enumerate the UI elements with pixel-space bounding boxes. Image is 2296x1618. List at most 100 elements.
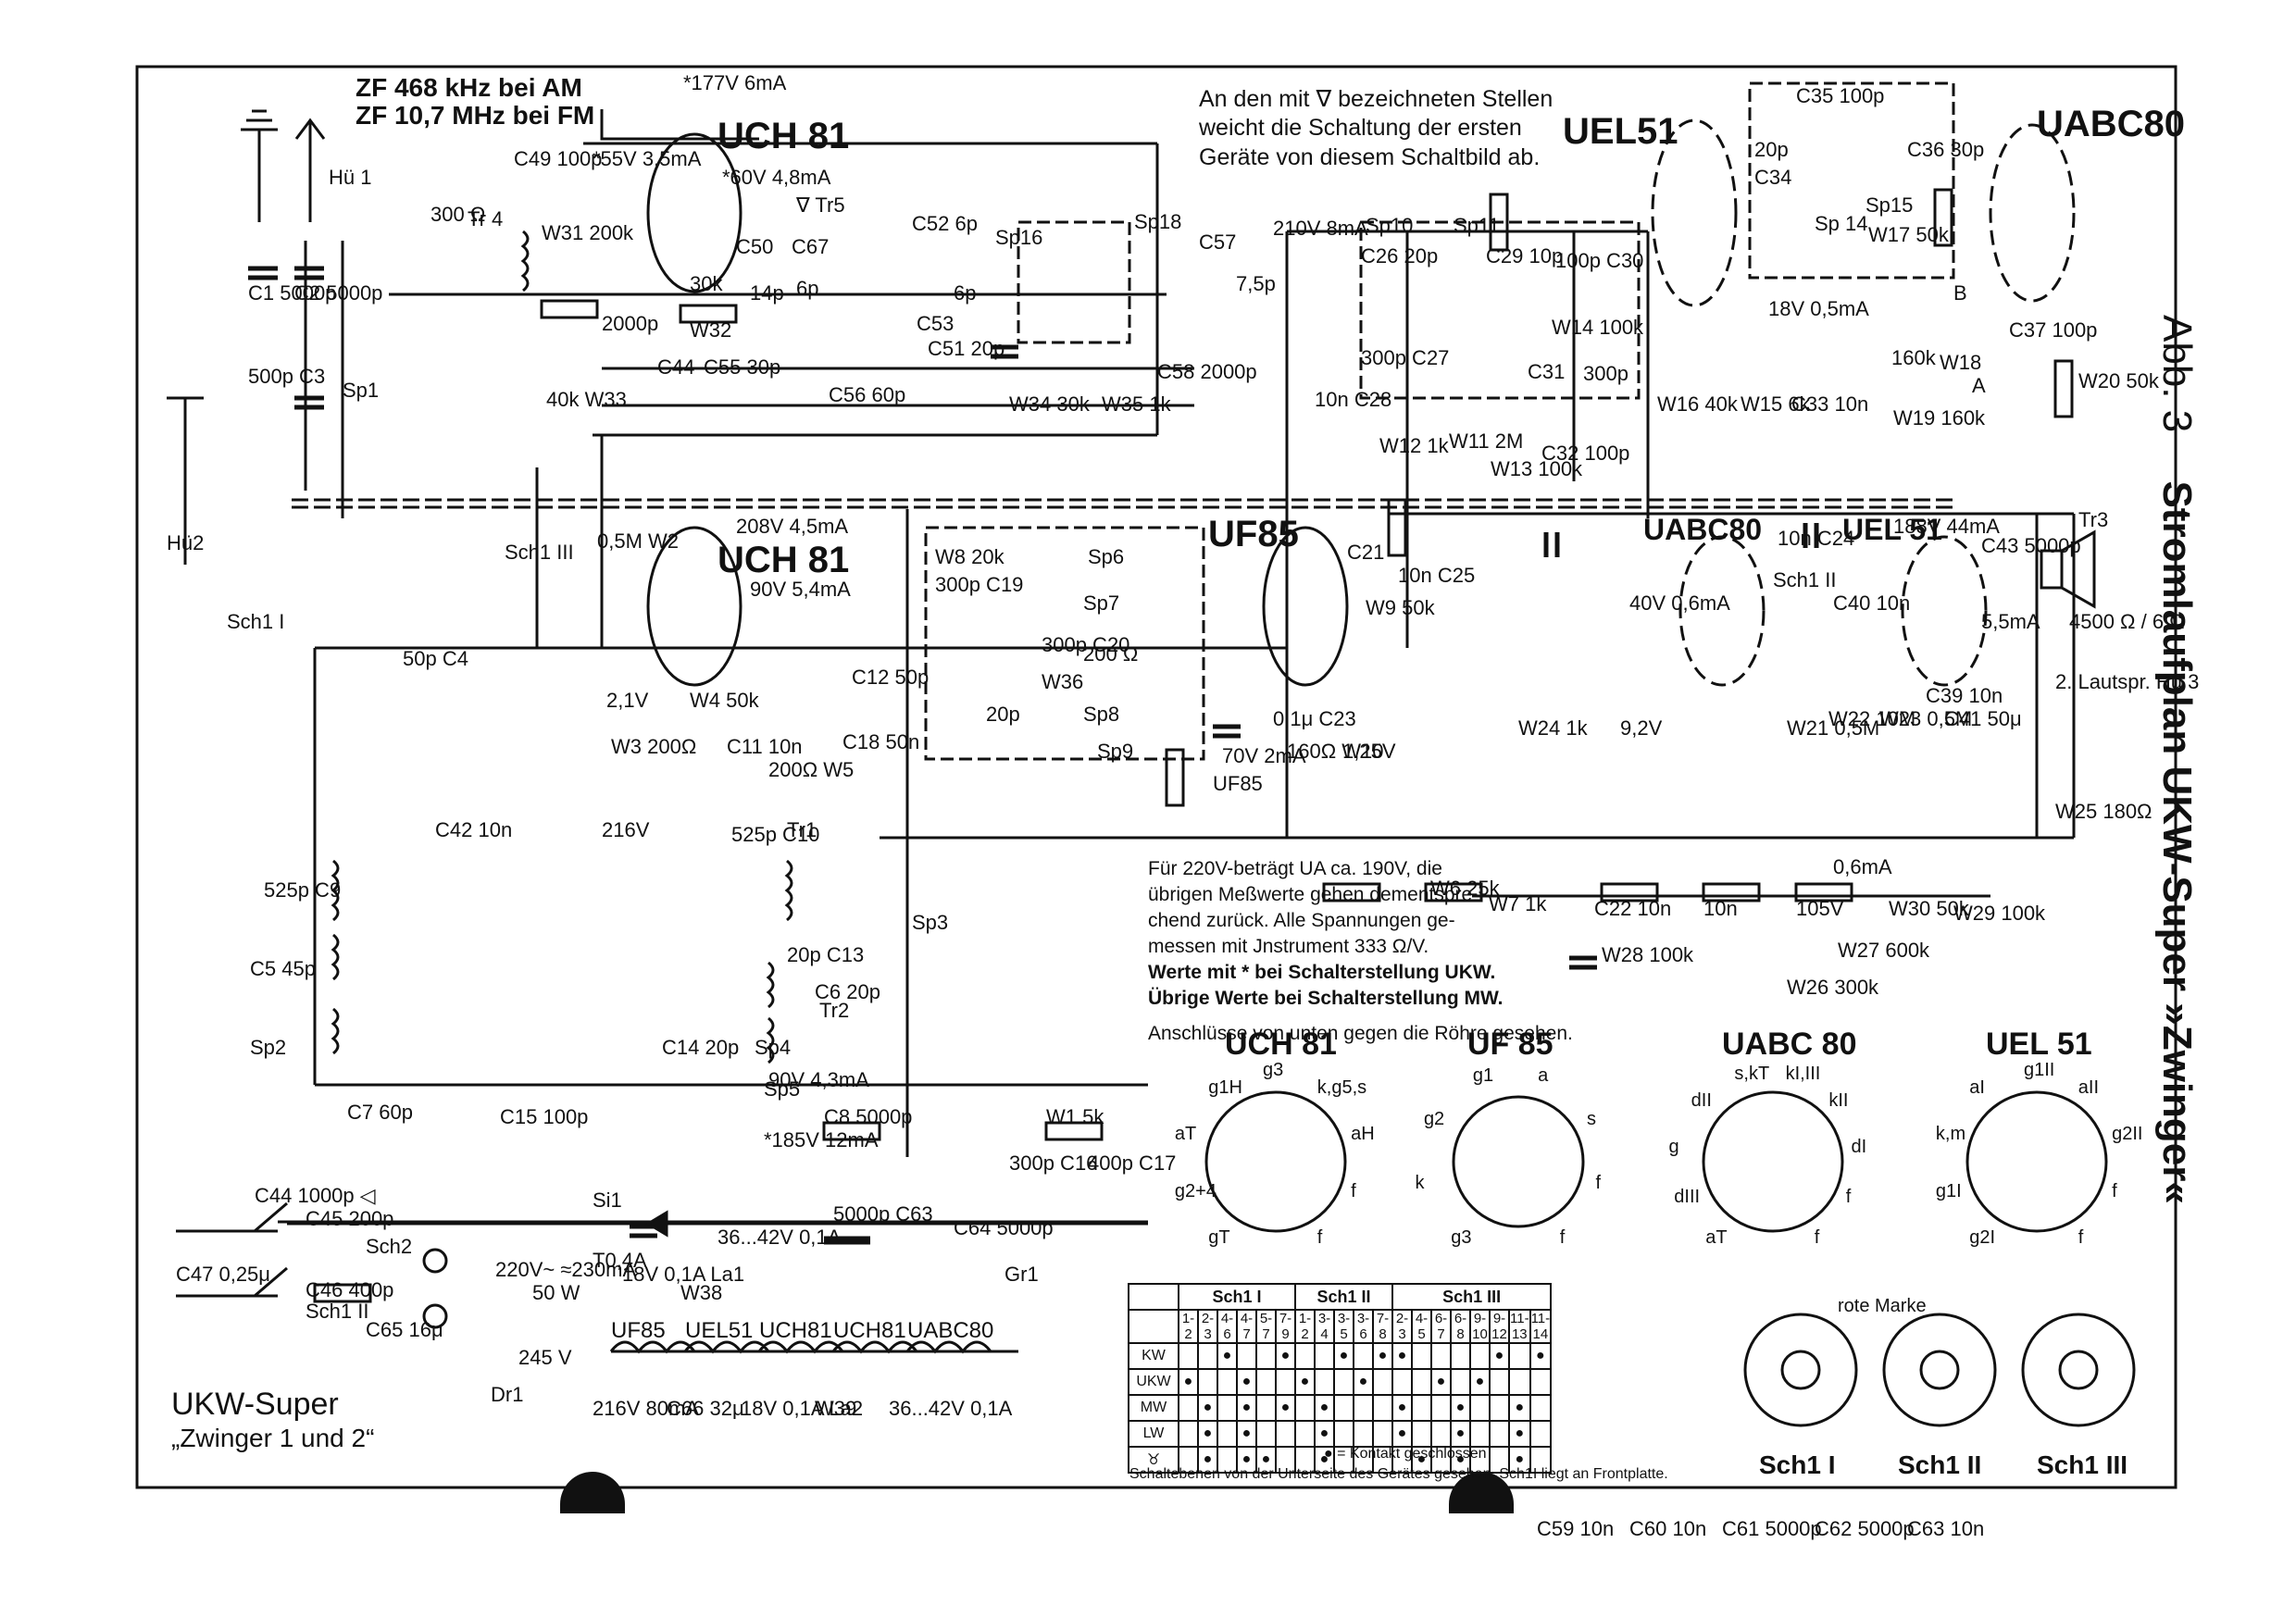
uabc80-top-envelope (1989, 123, 2076, 303)
component-label: W23 0,5M (1879, 707, 1973, 730)
component-label: C37 100p (2009, 318, 2098, 342)
switch-cell (1391, 1394, 1413, 1422)
switch-cell (1430, 1394, 1452, 1422)
pin-label: g2+4 (1174, 1180, 1217, 1201)
component-label: Gr1 (1004, 1263, 1039, 1286)
component-label: C67 (792, 235, 830, 258)
component-label: *60V 4,8mA (722, 166, 831, 189)
uel51-top-envelope (1651, 118, 1738, 307)
component-label: *177V 6mA (683, 71, 787, 94)
pin-label: gT (1208, 1226, 1230, 1248)
switch-cell (1529, 1368, 1553, 1396)
component-label: Hü 1 (329, 166, 372, 189)
bottom-title-line2: „Zwinger 1 und 2“ (171, 1424, 375, 1452)
component-label: C44 1000p ◁ (255, 1184, 376, 1207)
component-label: 0,5M W2 (597, 529, 680, 553)
switch-cell (1333, 1368, 1354, 1396)
switch-cell (1275, 1342, 1296, 1370)
pin-label: dII (1691, 1090, 1712, 1112)
switch-cell (1508, 1420, 1531, 1448)
switch-cell (1178, 1446, 1199, 1474)
component-label: C59 10n (1537, 1517, 1615, 1540)
component-label: 70V 2mA (1222, 744, 1306, 767)
switch-cell (1353, 1394, 1374, 1422)
component-label: W16 40k (1657, 392, 1738, 416)
component-label: W4 50k (690, 689, 759, 712)
heater-tube-label: UCH81 (833, 1318, 906, 1343)
component-label: 500p C3 (248, 365, 326, 388)
switch-cell (1236, 1394, 1257, 1422)
component-label: 18V 0,5mA (1768, 297, 1869, 320)
switch-cell (1469, 1342, 1491, 1370)
component-label: C32 100p (1541, 442, 1630, 465)
switch-table-legend: ● = Kontakt geschlossen (1324, 1446, 1487, 1462)
component-label: C21 (1347, 541, 1385, 564)
component-label: 20p C13 (787, 943, 865, 966)
component-label: W15 6k (1741, 392, 1810, 416)
pin-label: f (1316, 1226, 1323, 1248)
pin-label: s,kT (1734, 1063, 1770, 1084)
component-label: C42 10n (435, 818, 513, 841)
switch-cell (1217, 1446, 1238, 1474)
switch-cell (1529, 1394, 1553, 1422)
pin-label: aH (1351, 1124, 1375, 1145)
component-label: 300p (1583, 362, 1628, 385)
measure-line-1: Für 220V-beträgt UA ca. 190V, die (1148, 858, 1442, 879)
diagram-title: Abb. 3 Stromlaufplan UKW-Super »Zwinger« (2153, 315, 2200, 1222)
switch-cell (1255, 1368, 1277, 1396)
pin-label: g3 (1263, 1060, 1284, 1080)
component-label: C14 20p (662, 1036, 740, 1059)
pin-label: s (1587, 1108, 1597, 1129)
component-label: C52 6p (912, 212, 978, 235)
component-label: C46 400p (306, 1278, 394, 1301)
tube-label-uch81-a: UCH 81 (718, 116, 850, 156)
component-label: C56 60p (829, 383, 906, 406)
switch-cell (1353, 1342, 1374, 1370)
component-label: 90V 5,4mA (750, 578, 851, 601)
component-label: 300p C27 (1361, 346, 1450, 369)
component-label: Sp11 (1454, 214, 1500, 237)
pin-label: kII (1828, 1090, 1849, 1112)
uch81-b-envelope (646, 526, 742, 687)
switch-contact-col: 11-14 (1529, 1309, 1553, 1344)
component-label: C51 20p (928, 337, 1005, 360)
component-label: 4500 Ω / 6 Ω (2069, 610, 2185, 633)
tube-label-uch81-b: UCH 81 (718, 540, 850, 580)
pinout-title: UABC 80 (1722, 1027, 1857, 1062)
pin-label: aII (2078, 1077, 2100, 1099)
component-label: W8 20k (935, 545, 1004, 568)
component-label: C12 50p (852, 666, 930, 689)
switch-cell (1197, 1342, 1218, 1370)
pin-label: a (1538, 1065, 1549, 1087)
switch-cell (1217, 1368, 1238, 1396)
switch-row-label: KW (1128, 1342, 1179, 1370)
switch-cell (1489, 1342, 1510, 1370)
component-label: W17 50k (1868, 223, 1949, 246)
switch-cell (1469, 1420, 1491, 1448)
measure-line-6: Übrige Werte bei Schalterstellung MW. (1148, 987, 1504, 1009)
switch-cell (1275, 1394, 1296, 1422)
component-label: 400p C17 (1088, 1151, 1177, 1175)
component-label: C29 10p (1486, 244, 1564, 268)
component-label: Sch2 (366, 1235, 413, 1258)
component-label: 216V 80mA (593, 1397, 699, 1420)
component-label: 210V 8mA (1273, 217, 1368, 240)
switch-cell (1529, 1420, 1553, 1448)
component-label: 50p C4 (403, 647, 468, 670)
switch-cell (1294, 1342, 1316, 1370)
component-label: 300 Ω (430, 203, 486, 226)
switch-cell (1430, 1420, 1452, 1448)
heater-tube-label: UABC80 (907, 1318, 994, 1343)
switch-cell (1294, 1420, 1316, 1448)
component-label: 160k (1891, 346, 1936, 369)
switch-table-corner-2 (1128, 1309, 1179, 1344)
switch-cell (1469, 1446, 1491, 1474)
switch-contact-col: 3-5 (1333, 1309, 1354, 1344)
wafer-label-sch1-i: Sch1 I (1759, 1450, 1836, 1479)
switch-cell (1255, 1420, 1277, 1448)
component-label: Dr1 (491, 1383, 524, 1406)
component-label: C44 (657, 355, 695, 379)
switch-row-label: LW (1128, 1420, 1179, 1448)
measurement-note: Für 220V-beträgt UA ca. 190V, die übrige… (1148, 856, 1573, 1046)
component-label: C11 10n (727, 735, 803, 758)
